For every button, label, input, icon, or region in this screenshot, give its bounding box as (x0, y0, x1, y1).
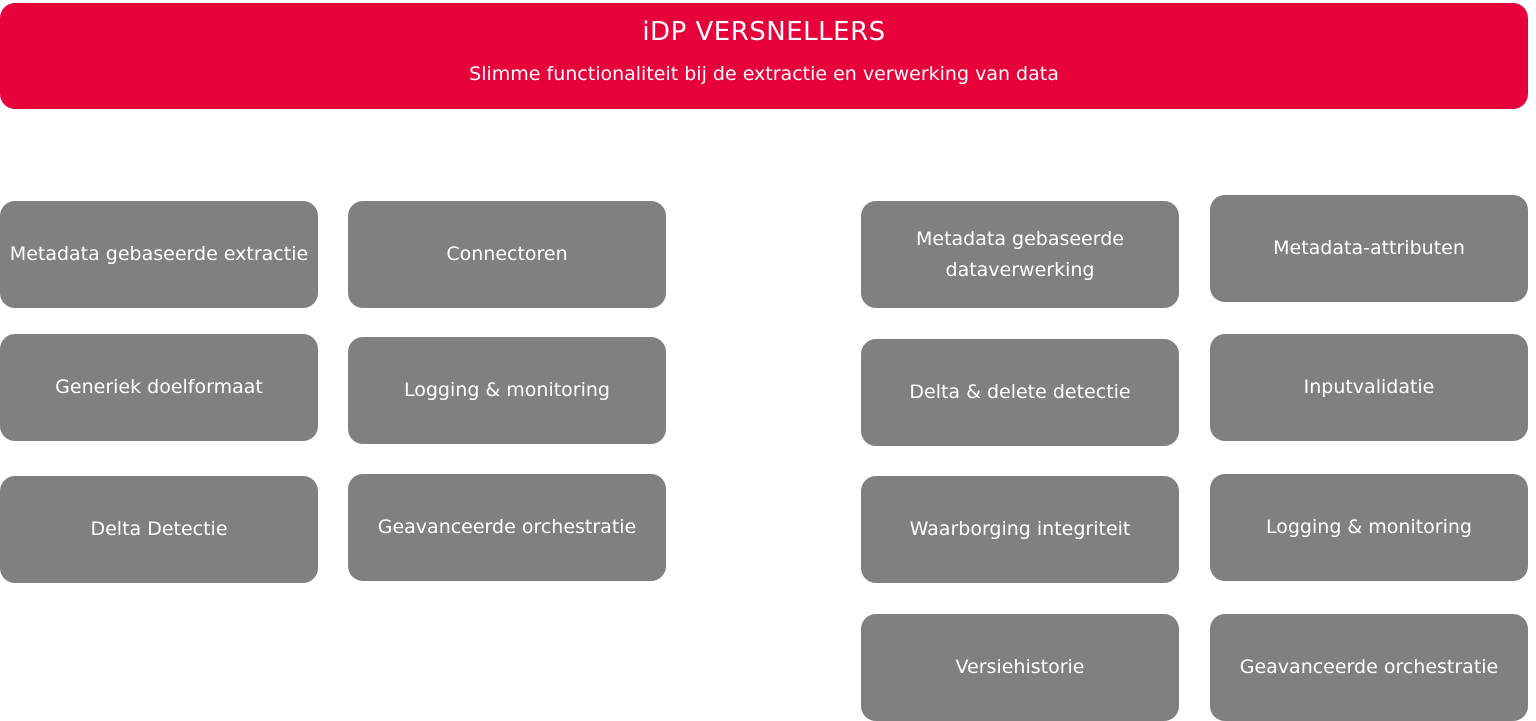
box-metadata-attributes: Metadata-attributen (1210, 195, 1528, 302)
box-version-history: Versiehistorie (861, 614, 1179, 721)
diagram-subtitle: Slimme functionaliteit bij de extractie … (469, 63, 1059, 85)
box-logging-monitoring-right: Logging & monitoring (1210, 474, 1528, 581)
diagram-title: iDP VERSNELLERS (642, 17, 886, 47)
box-delta-delete-detection: Delta & delete detectie (861, 339, 1179, 446)
box-input-validation: Inputvalidatie (1210, 334, 1528, 441)
box-orchestration-left: Geavanceerde orchestratie (348, 474, 666, 581)
box-orchestration-right: Geavanceerde orchestratie (1210, 614, 1528, 721)
box-connectors: Connectoren (348, 201, 666, 308)
header-banner: iDP VERSNELLERS Slimme functionaliteit b… (0, 3, 1528, 109)
box-extraction-metadata: Metadata gebaseerde extractie (0, 201, 318, 308)
box-delta-detection: Delta Detectie (0, 476, 318, 583)
box-logging-monitoring-left: Logging & monitoring (348, 337, 666, 444)
box-generic-target-format: Generiek doelformaat (0, 334, 318, 441)
box-processing-metadata: Metadata gebaseerde dataverwerking (861, 201, 1179, 308)
box-integrity: Waarborging integriteit (861, 476, 1179, 583)
